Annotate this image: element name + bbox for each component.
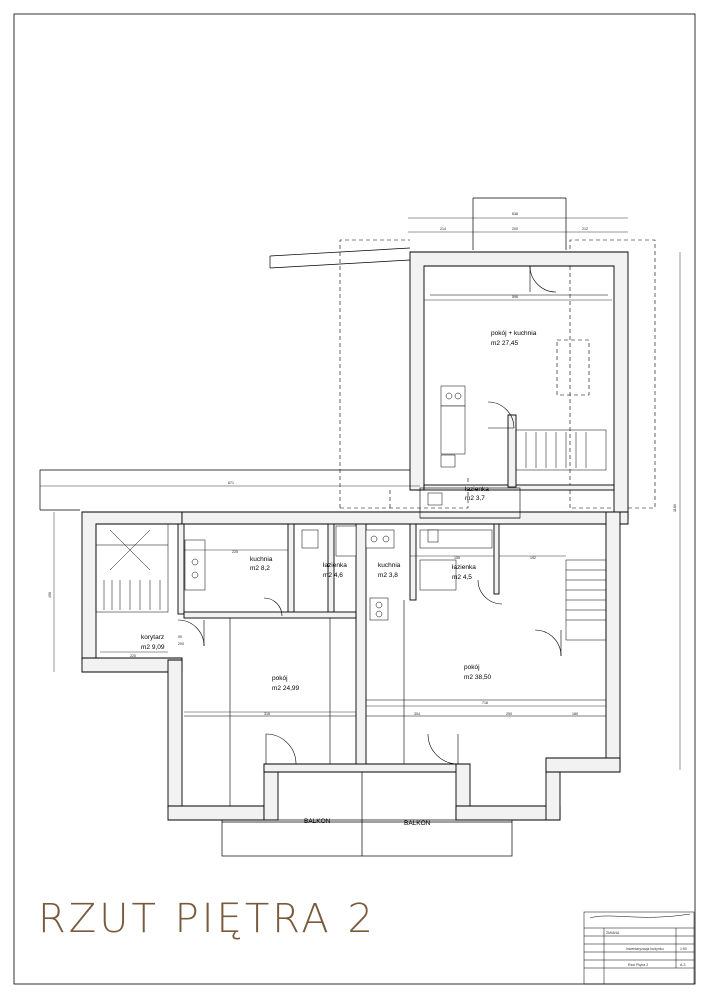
dim-top-mid: 200 — [512, 227, 518, 231]
dashed-roof-lines — [339, 239, 656, 509]
room-area-kuchnia-mid: m2 3,8 — [378, 572, 398, 579]
sheet-border — [13, 13, 696, 985]
dim-room-left-width: 316 — [264, 712, 270, 716]
room-area-korytarz: m2 9,09 — [141, 644, 165, 651]
title-block-sheet: Rzut Piętra 2 — [628, 963, 648, 967]
room-name-kuchnia-left: kuchnia — [250, 556, 273, 563]
dim-bottom-total: 716 — [482, 701, 488, 705]
room-area-lazienka-right: m2 4,5 — [452, 574, 472, 581]
dim-door-b: 200 — [178, 642, 184, 646]
dim-mid-w: 192 — [530, 556, 536, 560]
room-name-pokoj-kuchnia: pokój + kuchnia — [491, 330, 537, 337]
room-area-pokoj-right: m2 38,50 — [464, 674, 491, 681]
dimension-texts: 638 214 200 212 596 671 1180 490 220 316… — [48, 212, 677, 716]
balcony-label-right: BALKON — [404, 820, 431, 827]
room-name-pokoj-right: pokój — [464, 664, 480, 671]
dim-left-block: 671 — [228, 481, 234, 485]
balcony-label-left: BALKON — [304, 818, 331, 825]
room-area-kuchnia-left: m2 8,2 — [250, 565, 270, 572]
drawing-title: RZUT PIĘTRA 2 — [38, 896, 376, 942]
room-area-pokoj-kuchnia: m2 27,45 — [491, 340, 518, 347]
title-block-number: A-3 — [680, 963, 686, 967]
dimension-lines — [40, 217, 681, 770]
stairs-right — [565, 559, 607, 641]
room-name-pokoj-left: pokój — [272, 675, 288, 682]
dim-bath-w: 155 — [454, 556, 460, 560]
room-area-lazienka-top: m2 3,7 — [465, 495, 485, 502]
annex-outline — [39, 197, 567, 511]
room-name-kuchnia-mid: kuchnia — [378, 562, 401, 569]
room-name-lazienka-top: łazienka — [465, 486, 489, 493]
room-labels: pokój + kuchnia m2 27,45 łazienka m2 3,7… — [141, 330, 537, 827]
fixtures — [184, 385, 493, 621]
room-name-korytarz: korytarz — [141, 634, 164, 641]
dim-bottom-c: 180 — [572, 712, 578, 716]
title-block-row1: ZMIANA — [606, 931, 620, 935]
title-block — [583, 911, 695, 985]
stairs-left — [95, 523, 169, 613]
room-area-pokoj-left: m2 24,99 — [272, 685, 299, 692]
dim-top-right: 212 — [582, 227, 588, 231]
room-name-lazienka-left: łazienka — [323, 562, 347, 569]
dim-corridor: 220 — [130, 654, 136, 658]
dim-top-total: 638 — [512, 212, 518, 216]
stairs-upper — [515, 429, 607, 471]
dim-bottom-b: 250 — [506, 712, 512, 716]
dim-right-total: 1180 — [673, 504, 677, 512]
walls — [81, 251, 629, 821]
dim-left-height: 490 — [48, 592, 52, 598]
dim-top-left: 214 — [440, 227, 446, 231]
title-block-project: Inwentaryzacja budynku — [626, 947, 664, 951]
dim-bottom-a: 304 — [414, 712, 420, 716]
title-block-scale: 1:50 — [680, 947, 687, 951]
room-name-lazienka-right: łazienka — [452, 564, 476, 571]
door-swings — [177, 265, 562, 765]
dim-upper-room-width: 596 — [512, 295, 518, 299]
dim-door-a: 90 — [178, 635, 182, 639]
room-area-lazienka-left: m2 4,6 — [323, 572, 343, 579]
balconies-outline — [221, 772, 513, 857]
interior-lines — [184, 294, 608, 806]
dim-kitchen-w: 225 — [232, 550, 238, 554]
